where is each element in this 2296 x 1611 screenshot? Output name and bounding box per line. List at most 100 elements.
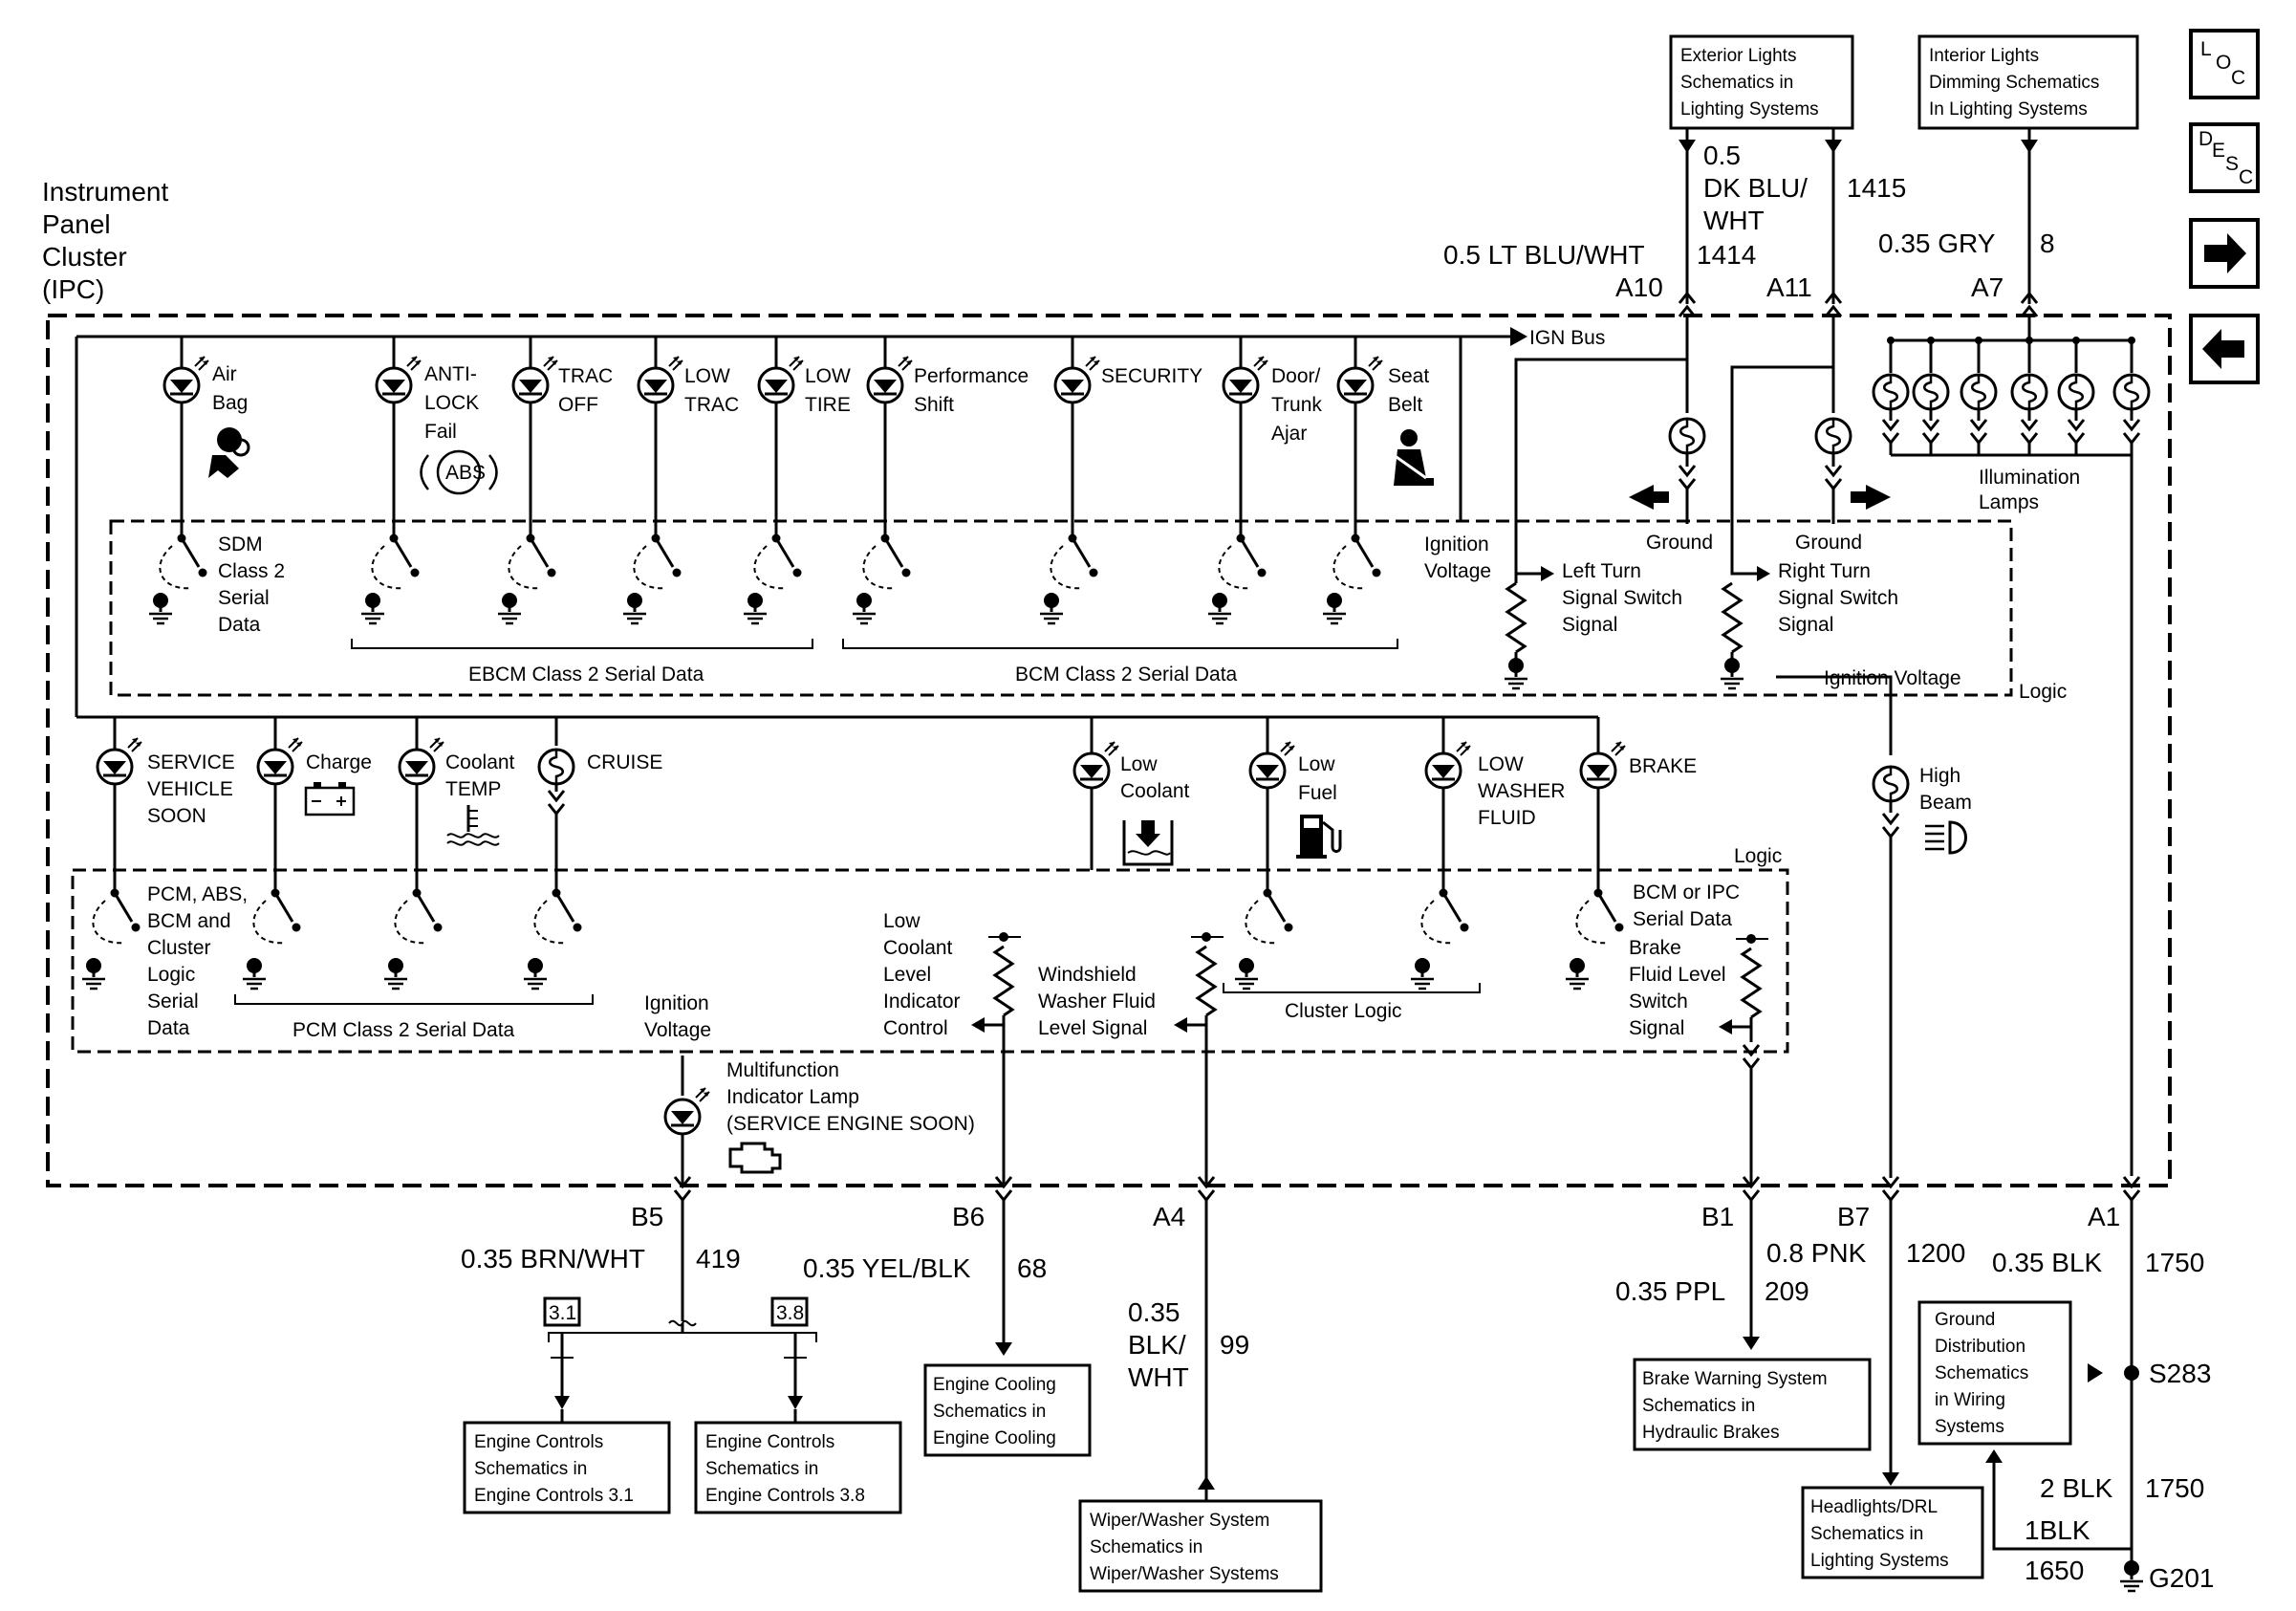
ign-bus: IGN Bus (75, 327, 1605, 719)
svg-text:Lighting Systems: Lighting Systems (1680, 99, 1819, 120)
abs-icon: ABS (420, 449, 498, 495)
low-coolant-level-circuit (971, 932, 1021, 1184)
svg-text:D: D (2199, 128, 2213, 150)
svg-text:Engine Cooling: Engine Cooling (933, 1428, 1056, 1448)
svg-text:LOCK: LOCK (424, 392, 479, 414)
headlights-drl-box[interactable]: Headlights/DRL Schematics in Lighting Sy… (1801, 1486, 1984, 1579)
svg-text:ABS: ABS (445, 462, 486, 484)
svg-text:0.35 PPL: 0.35 PPL (1615, 1276, 1725, 1306)
svg-text:Ignition: Ignition (644, 992, 709, 1014)
svg-text:Low: Low (883, 910, 921, 932)
svg-text:Wiper/Washer Systems: Wiper/Washer Systems (1090, 1564, 1279, 1584)
svg-text:OFF: OFF (558, 394, 598, 416)
svg-text:Washer Fluid: Washer Fluid (1038, 991, 1156, 1012)
svg-text:Coolant: Coolant (883, 937, 953, 959)
left-turn-circuit (1503, 316, 1706, 690)
svg-text:Schematics in: Schematics in (1680, 73, 1793, 93)
ground-distribution-box[interactable]: Ground Distribution Schematics in Wiring… (1917, 1300, 2072, 1446)
svg-text:Signal Switch: Signal Switch (1778, 587, 1898, 609)
svg-text:Bag: Bag (212, 392, 248, 414)
previous-arrow-button[interactable] (2189, 314, 2260, 384)
svg-text:Class 2: Class 2 (218, 560, 285, 582)
svg-text:Ground: Ground (1646, 532, 1713, 554)
svg-text:Logic: Logic (147, 964, 195, 986)
svg-text:Serial: Serial (147, 991, 199, 1012)
door-trunk-ajar-lamp: Door/ Trunk Ajar (1206, 337, 1322, 625)
svg-text:C: C (2231, 67, 2245, 89)
svg-text:0.35 GRY: 0.35 GRY (1878, 229, 1996, 258)
svg-text:1750: 1750 (2145, 1473, 2204, 1503)
svg-text:In Lighting Systems: In Lighting Systems (1929, 99, 2088, 120)
svg-text:TIRE: TIRE (805, 394, 851, 416)
svg-text:Engine Controls 3.8: Engine Controls 3.8 (705, 1486, 865, 1506)
wire-a11: 0.5 DK BLU/ WHT 1415 A11 (1703, 128, 1906, 318)
svg-text:Ground: Ground (1935, 1310, 1995, 1330)
svg-text:FLUID: FLUID (1478, 807, 1536, 829)
svg-text:B6: B6 (952, 1202, 985, 1231)
svg-text:0.35 YEL/BLK: 0.35 YEL/BLK (803, 1253, 971, 1283)
svg-text:Data: Data (147, 1017, 190, 1039)
desc-button[interactable]: D E S C (2189, 122, 2260, 193)
svg-text:Seat: Seat (1388, 365, 1429, 387)
svg-text:3.1: 3.1 (549, 1302, 576, 1324)
svg-text:1750: 1750 (2145, 1248, 2204, 1277)
loc-button[interactable]: L O C (2189, 29, 2260, 99)
engine-cooling-box[interactable]: Engine Cooling Schematics in Engine Cool… (923, 1363, 1092, 1457)
svg-text:S283: S283 (2149, 1359, 2211, 1388)
svg-text:PCM, ABS,: PCM, ABS, (147, 883, 248, 905)
engine-icon (728, 1142, 782, 1174)
svg-text:Indicator Lamp: Indicator Lamp (726, 1086, 859, 1108)
svg-text:A4: A4 (1153, 1202, 1185, 1231)
svg-text:(SERVICE ENGINE SOON): (SERVICE ENGINE SOON) (726, 1113, 975, 1135)
interior-lights-box[interactable]: Interior Lights Dimming Schematics In Li… (1917, 34, 2139, 130)
svg-text:Instrument: Instrument (42, 177, 168, 207)
svg-text:Lighting Systems: Lighting Systems (1810, 1551, 1949, 1571)
svg-text:Charge: Charge (306, 751, 372, 773)
svg-text:LOW: LOW (805, 365, 851, 387)
svg-text:SDM: SDM (218, 533, 263, 555)
exterior-lights-box[interactable]: Exterior Lights Schematics in Lighting S… (1669, 34, 1854, 130)
row2-lamps: SERVICE VEHICLE SOON Charge Coo (80, 717, 1697, 991)
svg-text:Multifunction: Multifunction (726, 1059, 839, 1081)
illumination-lamps: Illumination Lamps (1872, 316, 2151, 1176)
illumination-lamp (2112, 337, 2151, 455)
wire-a10: 0.5 LT BLU/WHT 1414 A10 (1443, 128, 1756, 318)
svg-text:Wiper/Washer System: Wiper/Washer System (1090, 1511, 1269, 1531)
svg-text:IGN Bus: IGN Bus (1529, 327, 1605, 349)
svg-text:Hydraulic Brakes: Hydraulic Brakes (1642, 1423, 1780, 1443)
wiper-washer-box[interactable]: Wiper/Washer System Schematics in Wiper/… (1078, 1499, 1323, 1593)
brake-warning-box[interactable]: Brake Warning System Schematics in Hydra… (1633, 1358, 1872, 1451)
svg-text:Dimming Schematics: Dimming Schematics (1929, 73, 2099, 93)
svg-text:Low: Low (1298, 753, 1335, 775)
ipc-boundary (46, 314, 2172, 1187)
svg-text:BCM Class 2 Serial Data: BCM Class 2 Serial Data (1015, 664, 1238, 686)
svg-text:A1: A1 (2088, 1202, 2120, 1231)
mil-lamp: Multifunction Indicator Lamp (SERVICE EN… (663, 1056, 975, 1184)
svg-text:EBCM Class 2 Serial Data: EBCM Class 2 Serial Data (468, 664, 704, 686)
svg-text:SECURITY: SECURITY (1101, 365, 1202, 387)
svg-text:Air: Air (212, 363, 237, 385)
next-arrow-button[interactable] (2189, 218, 2260, 289)
engine-controls-3-8-box[interactable]: Engine Controls Schematics in Engine Con… (694, 1421, 902, 1514)
engine-controls-3-1-box[interactable]: Engine Controls Schematics in Engine Con… (463, 1421, 671, 1514)
svg-text:0.35 BLK: 0.35 BLK (1992, 1248, 2103, 1277)
svg-text:C: C (2239, 166, 2253, 188)
svg-text:Control: Control (883, 1017, 948, 1039)
svg-text:Shift: Shift (914, 394, 954, 416)
lower-logic-box (71, 868, 1789, 1054)
wire-b7: B7 0.8 PNK 1200 (1766, 1175, 1965, 1486)
coolant-temp-icon (446, 805, 500, 846)
svg-text:Fail: Fail (424, 421, 457, 443)
svg-text:BLK/: BLK/ (1128, 1330, 1186, 1360)
low-coolant-icon (1122, 820, 1174, 866)
svg-text:Ground: Ground (1795, 532, 1862, 554)
svg-text:High: High (1919, 765, 1960, 787)
wire-b6: B6 0.35 YEL/BLK 68 (803, 1175, 1047, 1356)
svg-text:68: 68 (1017, 1253, 1047, 1283)
high-beam-lamp: High Beam (1776, 675, 1972, 1178)
svg-text:Level: Level (883, 964, 931, 986)
svg-text:Trunk: Trunk (1271, 394, 1322, 416)
wire-a7: 0.35 GRY 8 A7 (1878, 128, 2055, 318)
svg-text:99: 99 (1220, 1330, 1249, 1360)
svg-text:Cluster Logic: Cluster Logic (1285, 1000, 1402, 1022)
